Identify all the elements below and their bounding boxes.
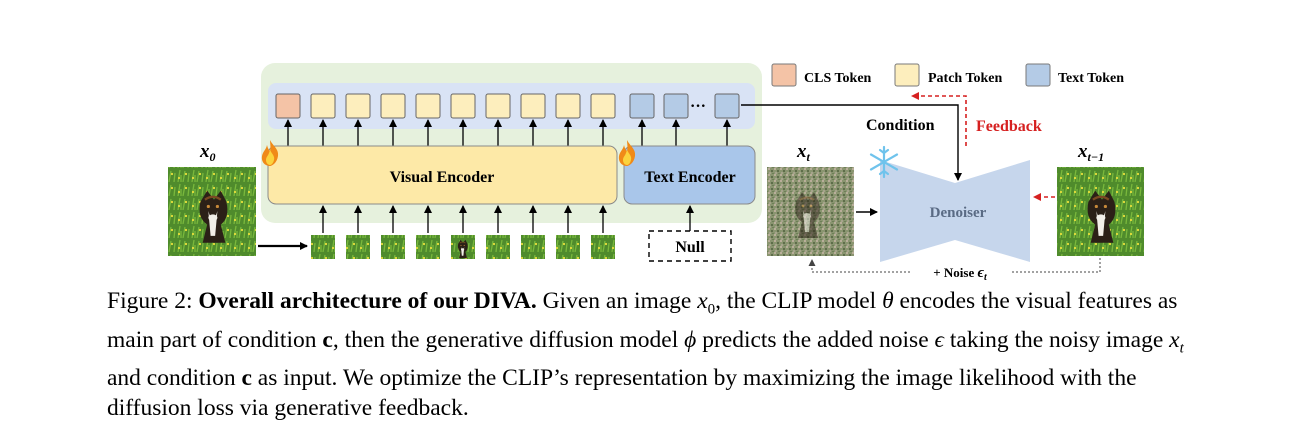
null-input-box [648, 230, 732, 262]
null-input-label: Null [675, 239, 705, 256]
figure-caption: Figure 2: Overall architecture of our DI… [107, 288, 1184, 422]
condition-arrow [741, 104, 962, 181]
patch-token [590, 93, 616, 119]
visual-encoder [267, 145, 618, 205]
token-ellipsis: ··· [690, 98, 706, 115]
legend: CLS Token Patch Token Text Token [771, 63, 1124, 87]
visual-encoder-label: Visual Encoder [390, 169, 495, 186]
image-patch [346, 235, 370, 259]
patch-token [415, 93, 441, 119]
legend-patch-label: Patch Token [928, 71, 1003, 86]
legend-text-swatch [1025, 63, 1051, 87]
patch-token [310, 93, 336, 119]
patch-token [485, 93, 511, 119]
denoiser [880, 160, 1030, 262]
caption-prefix: Figure 2: [107, 288, 199, 314]
snowflake-icon [869, 145, 899, 179]
image-patch [591, 235, 615, 259]
xt-label: xt [796, 141, 811, 164]
legend-text-label: Text Token [1058, 71, 1124, 86]
caption-title: Overall architecture of our DIVA. [198, 288, 537, 314]
patch-token [520, 93, 546, 119]
architecture-diagram: CLS Token Patch Token Text Token ··· [168, 63, 1144, 280]
patch-to-encoder-arrows [319, 205, 694, 233]
noise-label: + Noise ϵt [933, 265, 988, 280]
text-token [714, 93, 740, 119]
x0-label: x0 [199, 141, 216, 164]
text-token [663, 93, 689, 119]
cls-token [275, 93, 301, 119]
text-encoder-label: Text Encoder [644, 169, 735, 186]
text-encoder [623, 145, 756, 205]
image-patch [486, 235, 510, 259]
condition-label: Condition [866, 117, 935, 134]
image-patch [416, 235, 440, 259]
text-token [629, 93, 655, 119]
image-patch [556, 235, 580, 259]
output-tokens: ··· [275, 93, 740, 119]
legend-patch-swatch [894, 63, 920, 87]
legend-cls-label: CLS Token [804, 71, 872, 86]
patch-token [345, 93, 371, 119]
encoder-to-token-arrows [284, 119, 731, 146]
denoiser-label: Denoiser [930, 205, 987, 221]
noise-label-bg [910, 262, 1010, 280]
image-patches [311, 235, 615, 259]
image-patch [381, 235, 405, 259]
xt-minus-1-label: xt−1 [1077, 141, 1104, 164]
patch-token [555, 93, 581, 119]
feedback-label: Feedback [976, 118, 1042, 135]
image-patch [311, 235, 335, 259]
legend-cls-swatch [771, 63, 797, 87]
patch-token [380, 93, 406, 119]
image-patch [521, 235, 545, 259]
feedback-arrow [911, 92, 967, 146]
patch-token [450, 93, 476, 119]
